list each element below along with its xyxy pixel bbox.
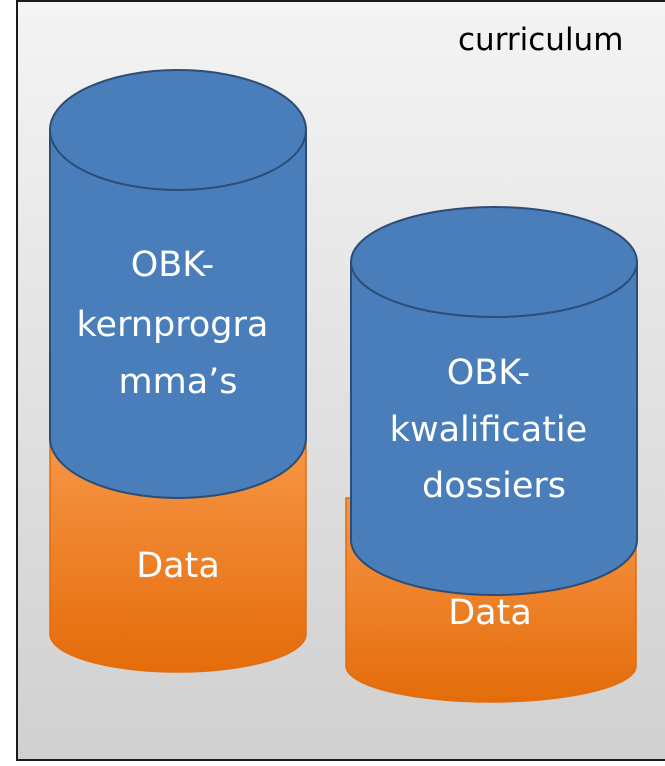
cylinder-body bbox=[49, 129, 307, 499]
cylinder-top bbox=[350, 206, 638, 318]
cylinder-top bbox=[49, 69, 307, 191]
cylinder-obk-kwalificatiedossiers: OBK- kwalificatie dossiers Data bbox=[345, 206, 638, 703]
label-line: OBK- bbox=[131, 245, 214, 285]
data-label: Data bbox=[136, 546, 220, 586]
label-line: kwalificatie bbox=[390, 410, 588, 450]
panel-title: curriculum bbox=[458, 22, 623, 58]
label-line: kernprogra bbox=[77, 305, 269, 345]
cylinder-label: OBK- kwalificatie dossiers bbox=[390, 353, 599, 506]
data-label: Data bbox=[448, 593, 532, 633]
label-line: dossiers bbox=[422, 466, 566, 506]
data-section bbox=[49, 437, 307, 673]
cylinder-obk-kernprogrammas: OBK- kernprogra mma’s Data bbox=[49, 69, 307, 673]
cylinder-body bbox=[350, 261, 638, 596]
cylinder-label: OBK- kernprogra mma’s bbox=[77, 245, 280, 402]
label-line: OBK- bbox=[447, 353, 530, 393]
label-line: mma’s bbox=[119, 362, 238, 402]
